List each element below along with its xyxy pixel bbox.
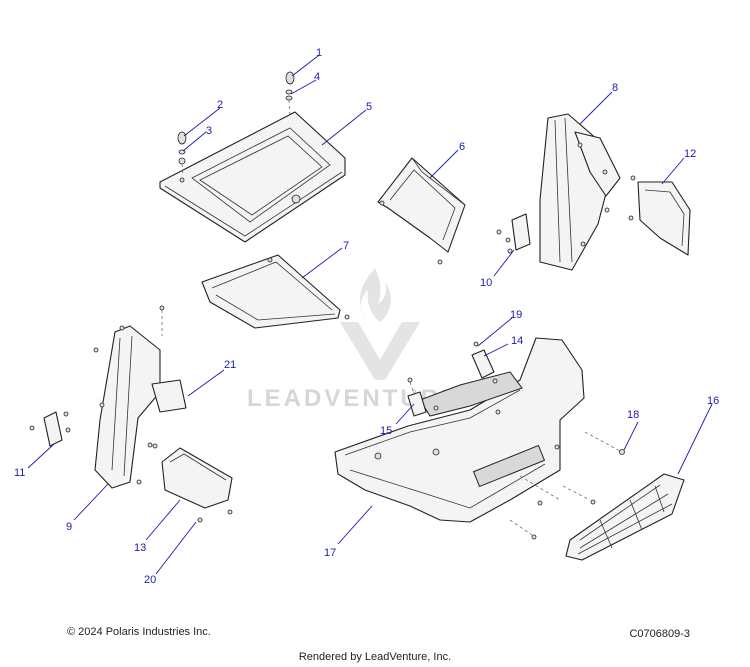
callouts: 1 2 3 4 5 6 7 8 9 10 11 12 13 14 15 16 1… — [14, 47, 719, 586]
hood-fastener-1 — [285, 71, 295, 119]
callout-15[interactable]: 15 — [380, 425, 392, 437]
callout-6[interactable]: 6 — [459, 141, 465, 153]
part-bracket-11 — [29, 411, 71, 447]
callout-3[interactable]: 3 — [206, 125, 212, 137]
part-bracket-9 — [93, 305, 187, 489]
callout-4[interactable]: 4 — [314, 71, 320, 83]
hood-fastener-2 — [177, 131, 187, 177]
part-hood — [159, 111, 346, 243]
copyright-text: © 2024 Polaris Industries Inc. — [67, 626, 211, 638]
flame-logo-icon — [359, 268, 392, 322]
rendered-by-text: Rendered by LeadVenture, Inc. — [298, 651, 452, 663]
v-logo-icon — [340, 322, 420, 380]
part-bracket-15 — [407, 377, 439, 417]
callout-1[interactable]: 1 — [316, 47, 322, 59]
callout-5[interactable]: 5 — [366, 101, 372, 113]
callout-8[interactable]: 8 — [612, 82, 618, 94]
part-grille-16 — [565, 473, 685, 561]
part-panel-7 — [201, 254, 350, 329]
callout-11[interactable]: 11 — [14, 467, 25, 479]
part-screw-18 — [584, 431, 625, 455]
callout-21[interactable]: 21 — [224, 359, 236, 371]
leader-lines — [27, 55, 713, 575]
callout-10[interactable]: 10 — [480, 277, 492, 289]
callout-20[interactable]: 20 — [144, 574, 156, 586]
callout-18[interactable]: 18 — [627, 409, 639, 421]
callout-12[interactable]: 12 — [684, 148, 696, 160]
callout-7[interactable]: 7 — [343, 240, 349, 252]
diagram-code: C0706809-3 — [629, 628, 690, 640]
part-bumper-17 — [334, 337, 585, 523]
callout-14[interactable]: 14 — [511, 335, 523, 347]
callout-13[interactable]: 13 — [134, 542, 146, 554]
callout-2[interactable]: 2 — [217, 99, 223, 111]
part-bracket-10 — [496, 213, 531, 254]
part-panel-13 — [136, 443, 233, 523]
callout-9[interactable]: 9 — [66, 521, 72, 533]
part-bracket-14 — [471, 341, 498, 384]
part-panel-12 — [628, 175, 691, 256]
callout-16[interactable]: 16 — [707, 395, 719, 407]
part-panel-6 — [377, 157, 466, 265]
callout-19[interactable]: 19 — [510, 309, 522, 321]
callout-17[interactable]: 17 — [324, 547, 336, 559]
part-bracket-8 — [539, 113, 621, 271]
